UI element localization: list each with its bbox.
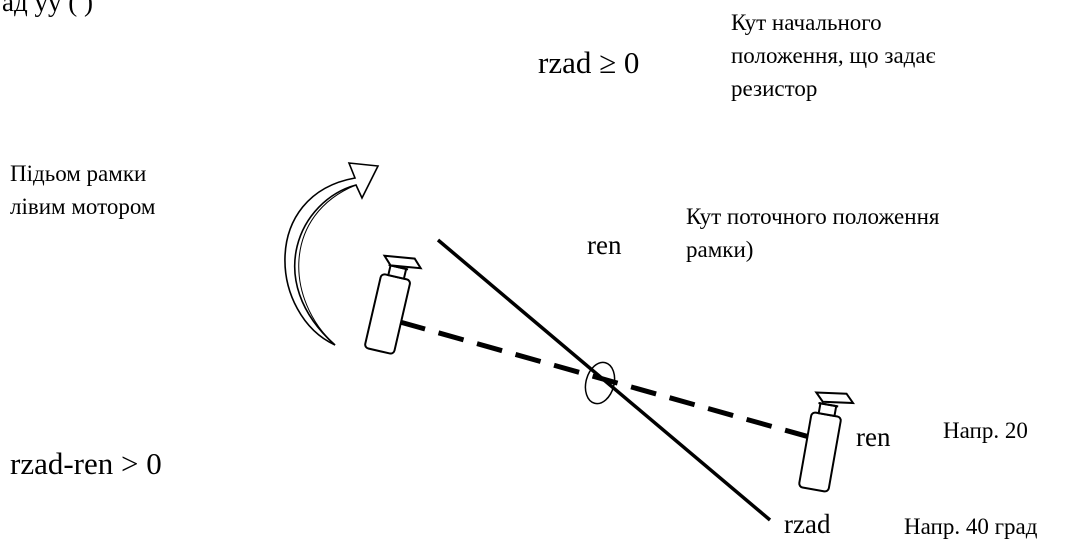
rzad-bottom-label: rzad <box>784 509 831 539</box>
curved-arrow-icon <box>284 162 380 346</box>
example-ren-label: Напр. 20 <box>943 418 1028 443</box>
lift-note-line-1: Підьом рамки <box>10 161 147 186</box>
current-angle-line-2: рамки) <box>686 237 754 262</box>
motor-icon <box>364 254 423 355</box>
current-angle-note: Кут поточного положення рамки) <box>686 200 939 266</box>
pivot-ellipse-icon <box>584 361 616 405</box>
current-angle-line-1: Кут поточного положення <box>686 204 940 229</box>
ren-right-label: ren <box>856 422 891 452</box>
lift-note-line-2: лівим мотором <box>10 194 156 219</box>
rzad-condition-label: rzad ≥ 0 <box>538 45 640 80</box>
frame-line-ren <box>399 319 814 441</box>
ren-center-label: ren <box>587 230 622 260</box>
initial-angle-note: Кут начального положення, що задає резис… <box>731 6 935 105</box>
initial-angle-line-2: положення, що задає <box>731 43 936 68</box>
top-left-fragment: ад уу ( ) <box>2 0 93 17</box>
example-rzad-label: Напр. 40 град <box>904 514 1038 539</box>
motor-icon <box>798 391 855 493</box>
lift-note: Підьом рамки лівим мотором <box>10 157 155 223</box>
difference-condition-label: rzad-ren > 0 <box>10 446 162 481</box>
initial-angle-line-1: Кут начального <box>731 10 882 35</box>
initial-angle-line-3: резистор <box>731 76 818 101</box>
